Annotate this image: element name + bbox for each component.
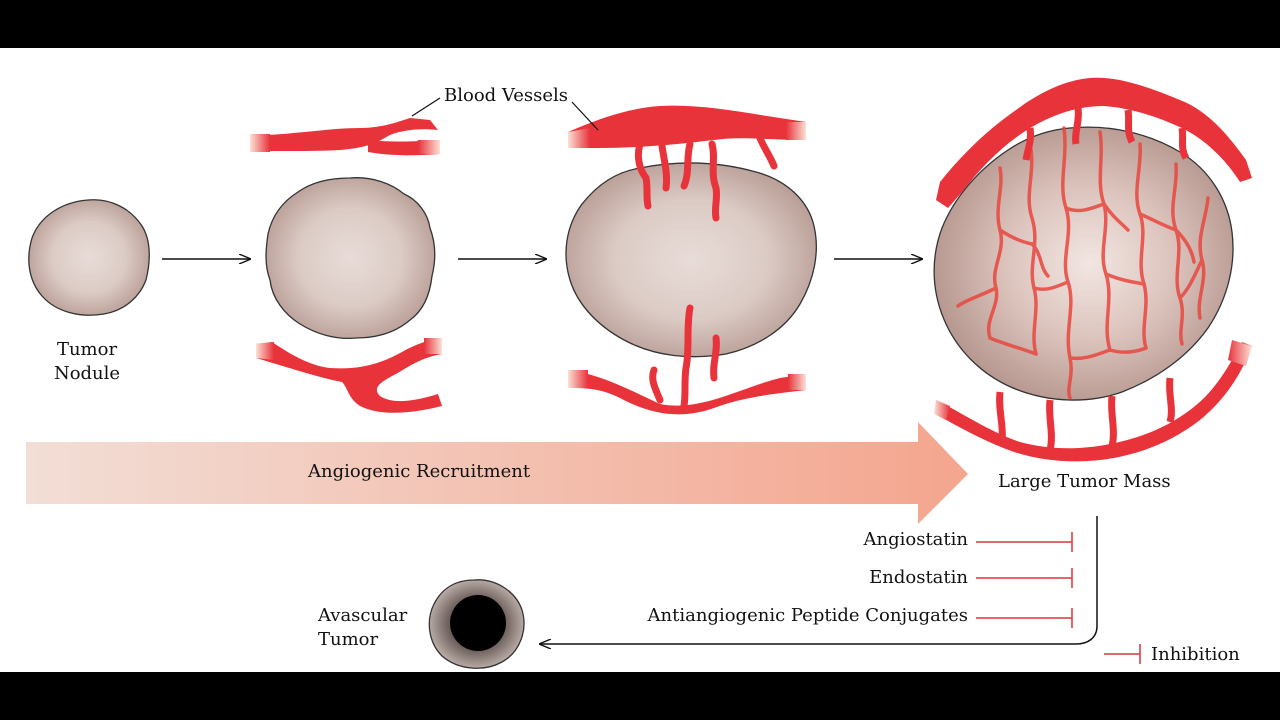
tumor-nodule-label: Tumor Nodule: [40, 338, 134, 386]
stage2-tumor: [265, 177, 436, 340]
stage3-vessels: [568, 105, 806, 415]
tumor-nodule-label-line2: Nodule: [53, 363, 121, 384]
inhibitor-angiostatin: Angiostatin: [863, 529, 969, 550]
avascular-label-line1: Avascular: [318, 605, 408, 626]
large-tumor: [933, 126, 1234, 401]
large-tumor-outer-vessels: [934, 77, 1252, 462]
inhibitor-antiangiogenic-peptide-conjugates: Antiangiogenic Peptide Conjugates: [647, 605, 968, 626]
stage2-vessels: [250, 118, 442, 413]
blood-vessels-label: Blood Vessels: [444, 85, 569, 106]
diagram-canvas: Tumor Nodule Blood Vessels Angiogenic Re…: [0, 48, 1280, 672]
tumor-nodule: [28, 199, 150, 316]
angiogenic-recruitment-label: Angiogenic Recruitment: [308, 461, 531, 482]
stage3-tumor: [565, 162, 817, 358]
avascular-label-line2: Tumor: [318, 629, 379, 650]
diagram-svg: [26, 77, 1252, 669]
return-arrow: [540, 516, 1098, 644]
angiogenic-recruitment-arrow: [26, 422, 968, 524]
avascular-tumor: [428, 579, 525, 669]
inhibition-lines: [976, 532, 1073, 628]
avascular-tumor-label: Avascular Tumor: [318, 604, 407, 652]
blood-vessels-leader-2: [571, 101, 599, 131]
inhibitor-endostatin: Endostatin: [869, 567, 968, 588]
tumor-nodule-label-line1: Tumor: [56, 339, 118, 360]
blood-vessels-leader-1: [411, 97, 441, 117]
large-tumor-internal-vessels: [956, 126, 1210, 400]
legend-inhibition-symbol: [1104, 644, 1141, 664]
large-tumor-mass-label: Large Tumor Mass: [998, 471, 1171, 492]
legend-inhibition-label: Inhibition: [1151, 644, 1240, 665]
